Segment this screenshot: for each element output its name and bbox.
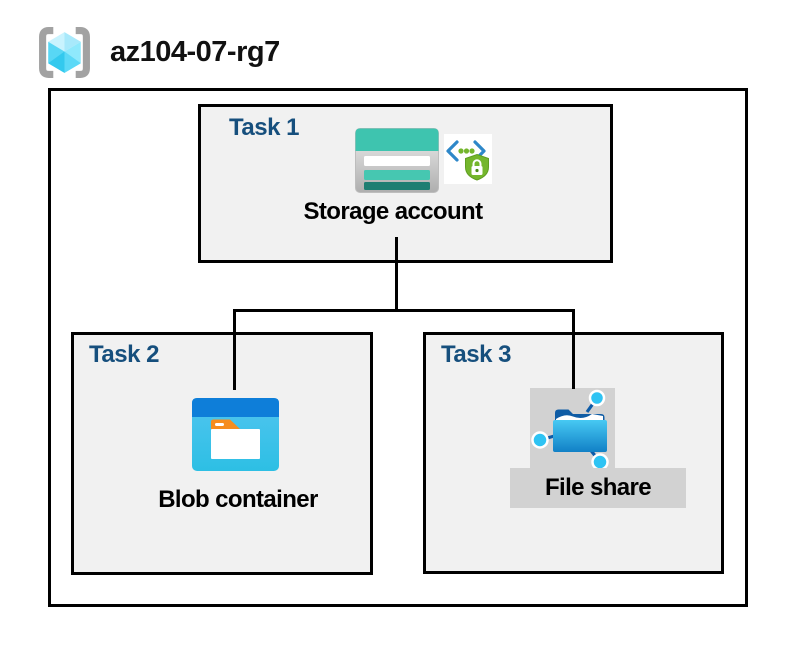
task3-item-label: File share	[544, 474, 652, 501]
connector-to-blob-container	[233, 309, 236, 390]
connector-horizontal	[233, 309, 575, 312]
task1-item-label: Storage account	[303, 198, 483, 225]
task2-box: Task 2 Blob container	[71, 332, 373, 575]
resource-group-name: az104-07-rg7	[110, 36, 280, 68]
file-share-icon	[531, 389, 609, 468]
task2-label: Task 2	[89, 341, 159, 368]
resource-group-icon	[39, 27, 90, 78]
task1-box: Task 1 Storage account	[198, 104, 613, 263]
blob-container-icon	[192, 398, 279, 471]
task3-label: Task 3	[441, 341, 511, 368]
connector-storage-stem	[395, 237, 398, 311]
storage-account-icon	[355, 128, 439, 193]
sas-shield-icon	[444, 134, 492, 184]
file-share-label-band: File share	[510, 468, 686, 508]
task2-item-label: Blob container	[158, 486, 318, 513]
task1-label: Task 1	[229, 114, 299, 141]
connector-to-file-share	[572, 309, 575, 389]
task3-box: Task 3 File share	[423, 332, 724, 574]
